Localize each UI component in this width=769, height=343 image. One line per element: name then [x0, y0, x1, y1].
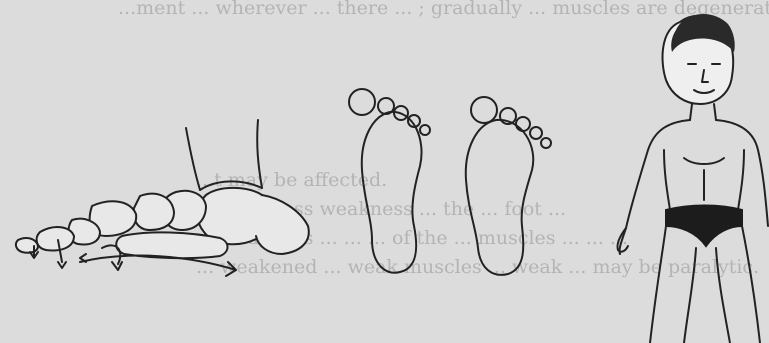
- child-figure: [617, 14, 768, 343]
- foot-skeleton-illustration: [16, 120, 309, 276]
- footprint-left: [349, 89, 430, 273]
- footprint-right: [466, 97, 551, 275]
